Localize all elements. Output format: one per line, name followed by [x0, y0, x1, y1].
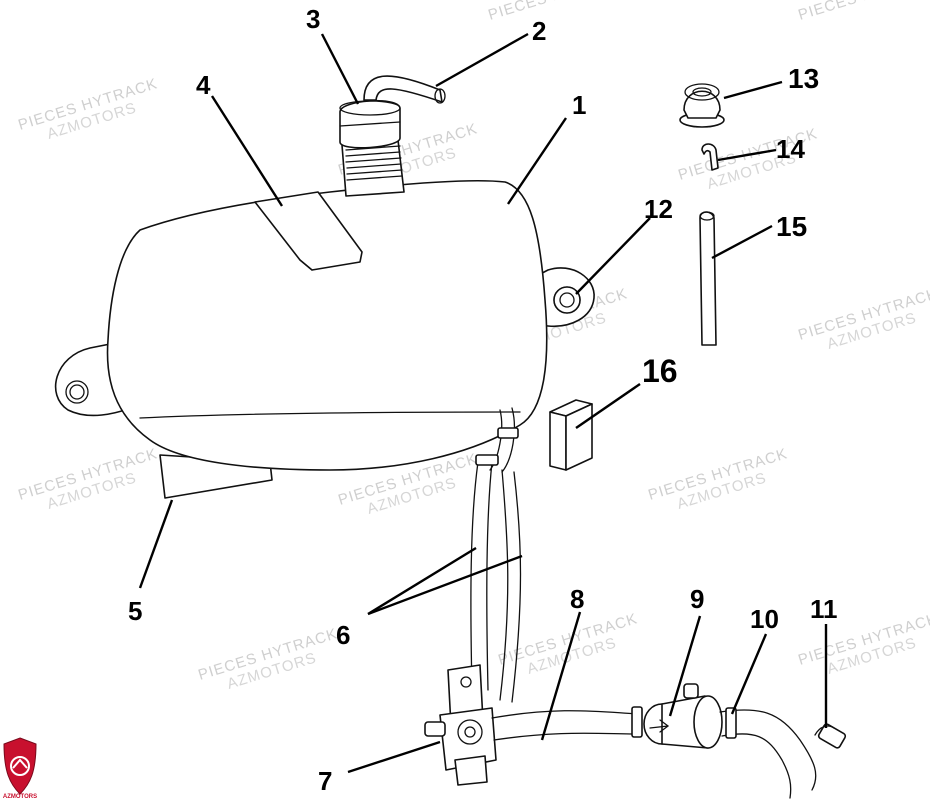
callout-9: 9 [690, 584, 704, 614]
part-11-clip [814, 723, 847, 749]
callout-labels: 1 2 3 4 5 6 7 8 9 10 11 12 13 14 15 16 [128, 4, 838, 796]
leader-lines [138, 32, 828, 774]
watermark-line1: PIECES HYTRACK [486, 0, 630, 24]
callout-11: 11 [810, 594, 838, 624]
part-14-clip [701, 143, 719, 171]
part-7-fuel-tap [424, 664, 497, 786]
callout-6: 6 [336, 620, 350, 650]
part-1-fuel-tank [54, 139, 595, 471]
callout-4: 4 [196, 70, 211, 100]
part-4-pad [254, 191, 363, 271]
part-6-hoses [470, 407, 522, 703]
azmotors-logo: AZMOTORS [3, 737, 37, 800]
callout-14: 14 [776, 134, 805, 164]
part-10-clamp [719, 707, 817, 799]
part-15-tube [699, 211, 717, 346]
callout-7: 7 [318, 766, 332, 796]
part-13-grommet-cap [679, 83, 725, 128]
callout-8: 8 [570, 584, 584, 614]
callout-12: 12 [644, 194, 673, 224]
logo-text: AZMOTORS [3, 794, 37, 800]
callout-16: 16 [642, 353, 678, 389]
callout-10: 10 [750, 604, 779, 634]
callout-5: 5 [128, 596, 142, 626]
callout-2: 2 [532, 16, 546, 46]
part-2-breather-tube [363, 75, 446, 104]
part-8-hose [491, 706, 643, 741]
callout-1: 1 [572, 90, 586, 120]
part-9-fuel-filter [643, 683, 723, 749]
part-12-grommet [553, 286, 581, 314]
callout-13: 13 [788, 63, 819, 94]
part-3-fuel-cap [339, 99, 401, 149]
callout-3: 3 [306, 4, 320, 34]
watermark-line1: PIECES HYTRACK [796, 0, 930, 24]
part-16-block [549, 399, 593, 471]
callout-15: 15 [776, 211, 807, 242]
